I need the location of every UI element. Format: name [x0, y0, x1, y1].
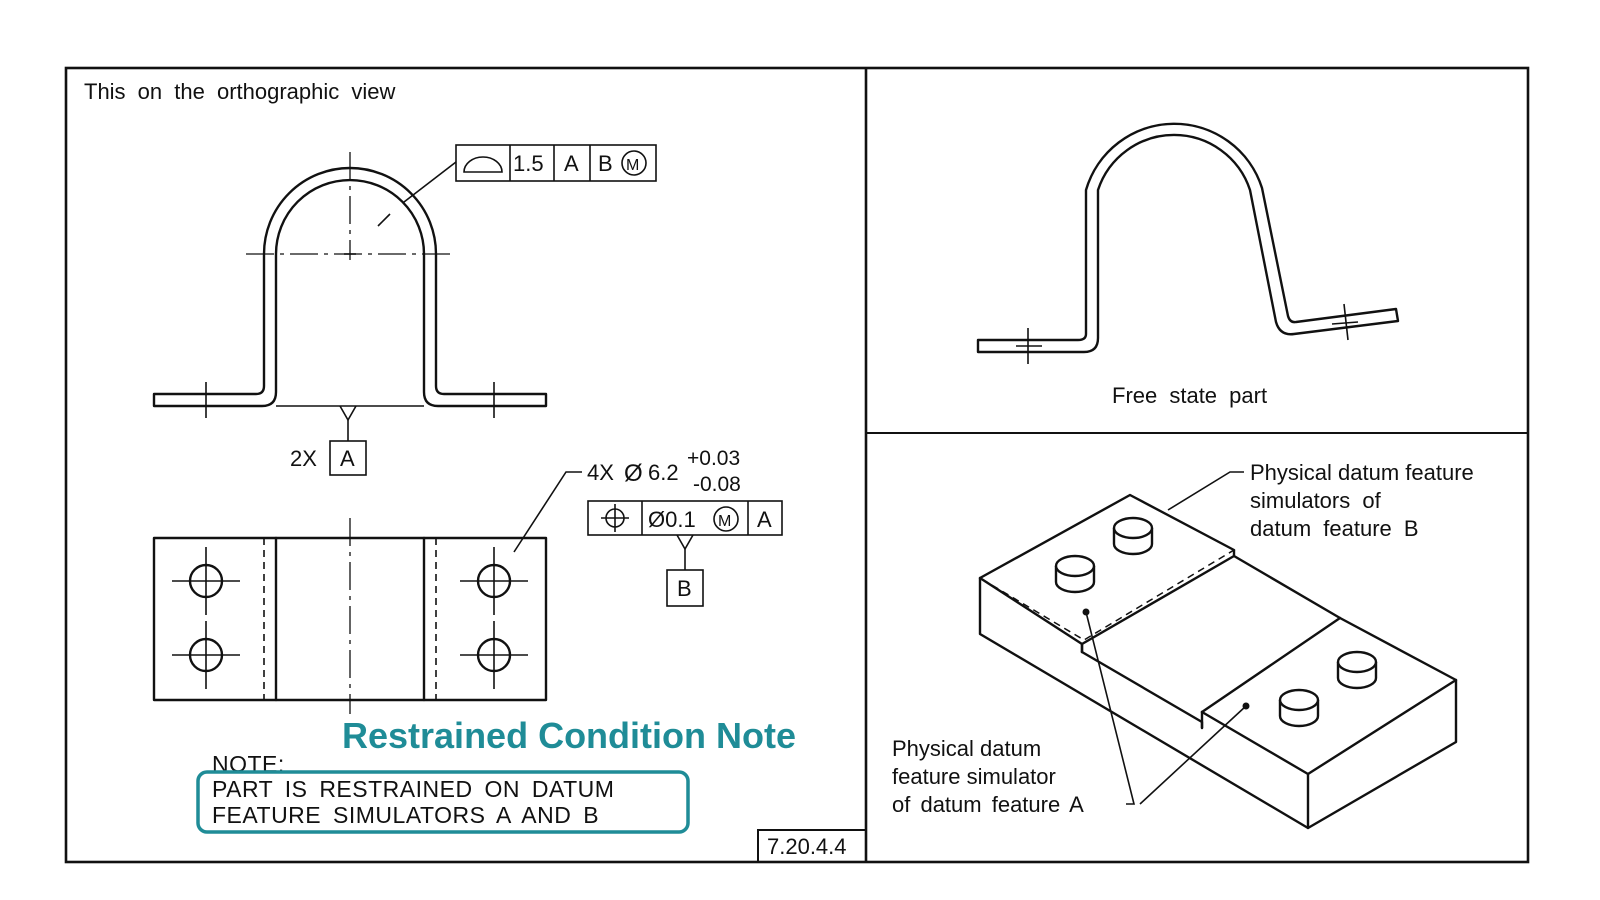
- restrained-note-title: Restrained Condition Note: [342, 715, 796, 756]
- profile-datum-a: A: [564, 151, 579, 176]
- label-a-line-1: Physical datum: [892, 736, 1041, 761]
- datum-fixture: [978, 471, 1458, 830]
- mmc-modifier-icon: [713, 506, 739, 532]
- hole-callout: 4X Ø 6.2 +0.03 -0.08: [513, 447, 741, 553]
- label-b-line-1: Physical datum feature: [1250, 460, 1474, 485]
- position-datum: A: [757, 507, 772, 532]
- position-modifier: M: [718, 513, 731, 530]
- top-view: [152, 518, 548, 714]
- hole: [460, 621, 528, 689]
- position-tolerance: Ø0.1: [648, 507, 696, 532]
- hole-tol-plus: +0.03: [687, 447, 740, 470]
- diameter-symbol: Ø: [624, 460, 643, 487]
- label-b-line-2: simulators of: [1250, 488, 1382, 513]
- profile-fcf: 1.5 A B M: [403, 144, 657, 203]
- pin: [1112, 516, 1154, 556]
- label-a-line-3: of datum feature A: [892, 792, 1084, 817]
- hole-qty: 4X: [587, 460, 614, 485]
- profile-of-surface-icon: [463, 156, 503, 173]
- profile-modifier: M: [626, 157, 639, 174]
- note-highlight-box: [196, 770, 690, 834]
- hole: [172, 621, 240, 689]
- front-view: [152, 152, 548, 418]
- pin: [1336, 650, 1378, 690]
- hole: [460, 547, 528, 615]
- profile-tolerance: 1.5: [513, 151, 544, 176]
- datum-a-count: 2X: [290, 446, 317, 471]
- pin: [1278, 688, 1320, 728]
- free-state-caption: Free state part: [1112, 383, 1267, 408]
- pin: [1054, 554, 1096, 594]
- figure-number-box: [757, 829, 867, 863]
- label-a-line-2: feature simulator: [892, 764, 1056, 789]
- datum-b-symbol: B: [666, 534, 704, 607]
- position-icon: [601, 504, 629, 532]
- label-b-line-3: datum feature B: [1250, 516, 1419, 541]
- datum-b-letter: B: [677, 576, 692, 601]
- hole-tol-minus: -0.08: [693, 473, 741, 496]
- datum-a-symbol: 2X A: [276, 405, 424, 476]
- figure-number: 7.20.4.4: [767, 834, 847, 859]
- free-state-part: [976, 122, 1400, 364]
- position-fcf: Ø0.1 M A: [587, 500, 783, 536]
- note-line-1: PART IS RESTRAINED ON DATUM: [212, 776, 614, 802]
- note-line-2: FEATURE SIMULATORS A AND B: [212, 802, 599, 828]
- datum-a-letter: A: [340, 446, 355, 471]
- mmc-modifier-icon: [621, 150, 647, 176]
- hole-size: 6.2: [648, 460, 679, 485]
- hole: [172, 547, 240, 615]
- ortho-caption: This on the orthographic view: [84, 79, 395, 104]
- profile-datum-b: B: [598, 151, 613, 176]
